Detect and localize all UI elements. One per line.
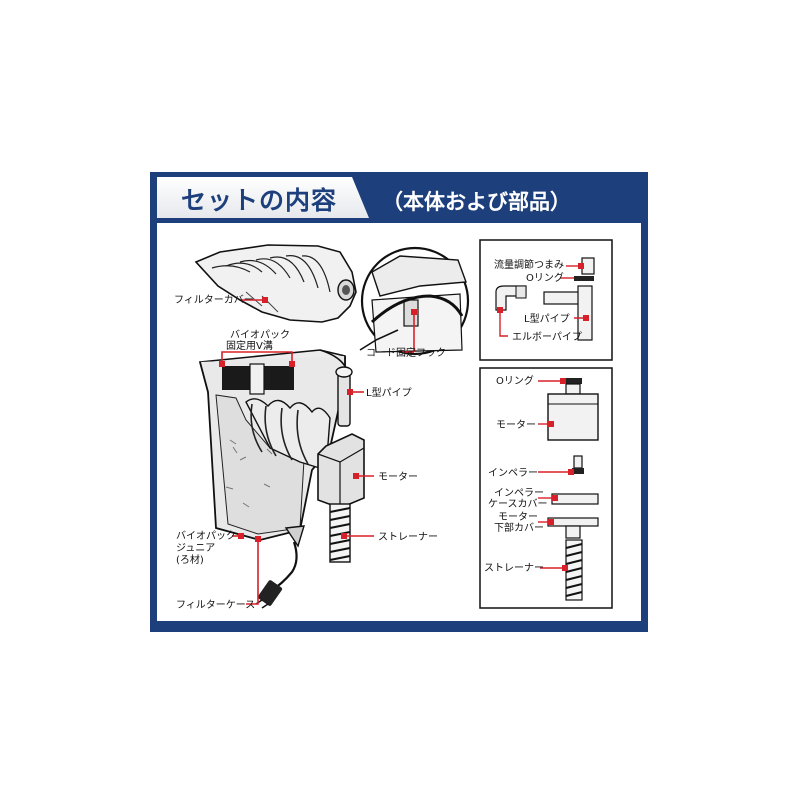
label-strainer-box: ストレーナー (484, 562, 544, 574)
label-motor-cover-2: 下部カバー (494, 521, 544, 534)
leader-filter-case (246, 540, 259, 605)
label-o-ring-motor: Oリング (496, 374, 534, 387)
motor-part (547, 393, 599, 441)
label-impeller-cover-2: ケースカバー (488, 498, 548, 510)
label-impeller: インペラー (488, 467, 538, 479)
title-banner (157, 177, 369, 218)
leader-biopack-groove (221, 351, 293, 364)
impeller-cover-part (551, 493, 599, 505)
motor-cover-part (547, 517, 599, 527)
label-flow-knob: 流量調節つまみ (494, 258, 564, 271)
label-elbow-pipe: エルボーパイプ (512, 331, 582, 343)
o-ring-part-motor (564, 378, 582, 384)
label-biopack-groove-2: 固定用V溝 (226, 339, 273, 352)
impeller-part (573, 455, 583, 469)
label-biopack-groove-1: バイオパック (230, 329, 290, 341)
pump-assembly-drawing (317, 366, 365, 563)
cord-hook-detail (359, 246, 470, 356)
o-ring-part-top (574, 276, 594, 281)
label-l-pipe: L型パイプ (366, 386, 412, 399)
l-pipe-part (543, 291, 581, 305)
page-title: セットの内容 (181, 186, 338, 215)
label-motor-box: モーター (496, 419, 536, 431)
motor-parts-box: Oリング モーター インペラー インペラー ケースカバー モーター 下部カバー … (479, 367, 613, 609)
label-o-ring-top: Oリング (526, 271, 564, 284)
label-impeller-cover-1: インペラー (494, 487, 544, 499)
label-motor: モーター (378, 471, 418, 483)
label-strainer: ストレーナー (378, 531, 438, 543)
label-filter-cover: フィルターカバー (174, 294, 254, 306)
leader-lines (219, 297, 417, 605)
pipe-parts-box: 流量調節つまみ Oリング L型パイプ エルボーパイプ (479, 239, 613, 361)
label-biopack-junior-2: ジュニア (176, 543, 215, 554)
filter-case-drawing (198, 349, 350, 548)
filter-cover-drawing (194, 244, 357, 323)
label-cord-hook: コード固定フック (366, 346, 446, 359)
label-biopack-junior-1: バイオパック (176, 530, 236, 542)
label-motor-cover-1: モーター (498, 511, 538, 523)
page-subtitle: （本体および部品） (382, 190, 571, 214)
label-filter-case: フィルターケース (176, 599, 255, 611)
label-biopack-junior-3: (ろ材) (176, 553, 204, 566)
power-cord-drawing (255, 541, 298, 609)
label-l-pipe-box: L型パイプ (524, 312, 570, 325)
